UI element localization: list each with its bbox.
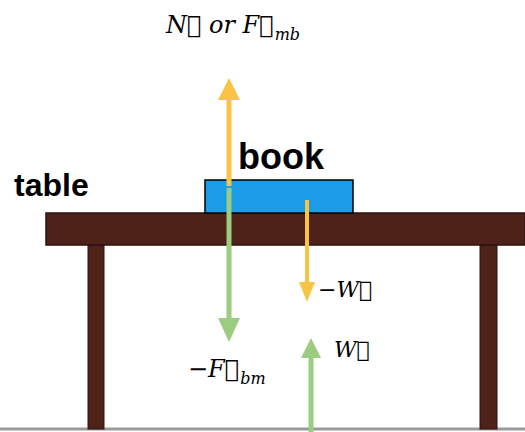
- force-arrow-line: [305, 200, 309, 284]
- force-label: −W⃗: [318, 278, 372, 302]
- arrow-head: [301, 338, 321, 358]
- table-top: [46, 213, 525, 245]
- book-box: book: [205, 180, 353, 213]
- arrow-head: [299, 282, 315, 302]
- force-label: N⃗ or F⃗: [166, 12, 274, 38]
- subscript: mb: [275, 26, 300, 44]
- node-label: book: [238, 137, 324, 177]
- force-label: −F⃗: [188, 356, 239, 382]
- force-label: W⃗: [334, 338, 370, 362]
- table-leg: [480, 245, 497, 429]
- floor-line: [0, 428, 525, 431]
- force-arrow-line: [309, 356, 314, 432]
- arrow-head: [218, 78, 240, 100]
- table-box: table: [46, 213, 525, 245]
- subscript: bm: [240, 370, 265, 388]
- table-leg: [88, 245, 104, 429]
- force-arrow-line: [227, 188, 232, 320]
- force-arrow-line: [227, 98, 232, 186]
- node-label: table: [14, 168, 89, 203]
- arrow-head: [218, 318, 240, 342]
